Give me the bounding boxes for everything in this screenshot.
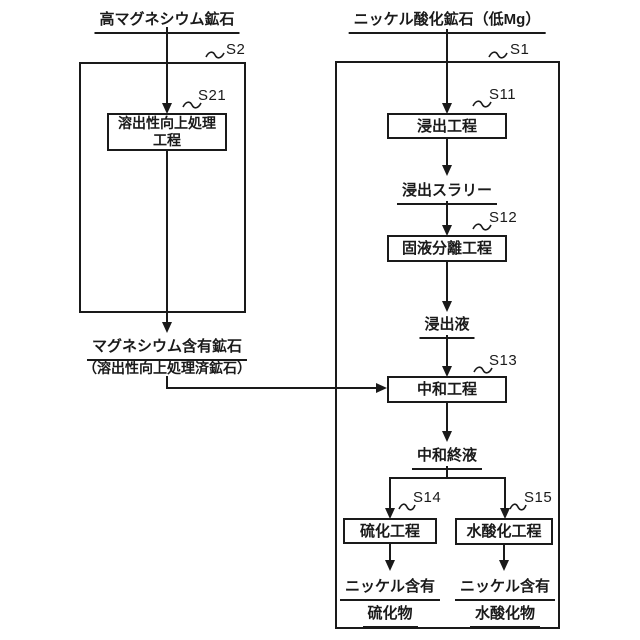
step-id-s11: S11 [489,86,517,103]
flow-line [446,201,448,225]
label-mg-containing-ore: マグネシウム含有鉱石 [86,335,248,361]
arrowhead-down-icon [162,322,172,333]
flow-line [389,477,391,508]
flow-line [446,403,448,431]
flow-line [166,151,168,322]
flow-line [504,477,506,508]
squiggle-connector-icon [472,223,492,231]
outer-box-s1 [335,61,560,629]
flow-line [503,545,505,560]
arrowhead-down-icon [442,301,452,312]
label-mg-containing-ore-text: マグネシウム含有鉱石 [86,335,248,361]
process-label: 硫化工程 [359,522,420,540]
arrowhead-down-icon [442,225,452,236]
process-label: 浸出工程 [416,117,477,135]
squiggle-connector-icon [509,503,527,511]
process-label-line1: 溶出性向上処理 [118,115,216,131]
squiggle-connector-icon [472,100,492,108]
process-box-sulfurization: 硫化工程 [343,518,437,544]
process-box-solubility-improvement: 溶出性向上処理 工程 [107,113,227,151]
flow-line [389,477,506,479]
arrowhead-down-icon [442,431,452,442]
arrowhead-down-icon [442,366,452,377]
arrowhead-down-icon [385,560,395,571]
squiggle-connector-icon [473,366,493,374]
arrowhead-down-icon [500,508,510,519]
label-nickel-hydroxide-line2: 水酸化物 [469,602,541,628]
arrowhead-down-icon [442,103,452,114]
process-label: 固液分離工程 [401,240,492,257]
flow-line [446,466,448,479]
flow-line [446,29,448,103]
process-label: 中和工程 [416,381,477,398]
process-box-neutralization: 中和工程 [387,376,507,403]
flow-line [446,139,448,165]
label-nickel-hydroxide-output: ニッケル含有 水酸化物 [454,574,556,628]
squiggle-connector-icon [398,503,416,511]
step-id-s2: S2 [226,41,246,58]
label-nickel-sulfide-output: ニッケル含有 硫化物 [339,574,441,628]
arrowhead-right-icon [376,383,387,393]
arrowhead-down-icon [385,508,395,519]
flow-line [166,27,168,103]
label-nickel-hydroxide-line1: ニッケル含有 [454,575,556,601]
outer-box-s2 [79,62,246,313]
step-id-s1: S1 [510,41,530,58]
arrowhead-down-icon [499,560,509,571]
process-label: 水酸化工程 [466,523,542,540]
squiggle-connector-icon [205,51,225,59]
step-id-s13: S13 [489,352,518,369]
flow-line [166,387,377,389]
process-label-line2: 工程 [153,132,181,148]
process-box-leaching: 浸出工程 [387,113,507,139]
flow-line [446,335,448,366]
arrowhead-down-icon [442,165,452,176]
step-id-s15: S15 [524,489,553,506]
squiggle-connector-icon [488,51,508,59]
flow-line [166,376,168,389]
flow-line [446,262,448,301]
flow-line [389,544,391,560]
label-nickel-sulfide-line1: ニッケル含有 [339,575,441,601]
label-mg-containing-ore-note: （溶出性向上処理済鉱石） [81,358,253,378]
process-box-solid-liquid-separation: 固液分離工程 [387,235,507,262]
label-mg-ore-note-text: （溶出性向上処理済鉱石） [83,360,251,376]
step-id-s21: S21 [198,87,227,104]
process-box-hydroxylation: 水酸化工程 [455,518,553,545]
squiggle-connector-icon [182,101,202,109]
label-nickel-sulfide-line2: 硫化物 [362,602,418,628]
step-id-s12: S12 [489,209,518,226]
arrowhead-down-icon [162,103,172,114]
step-id-s14: S14 [413,489,442,506]
